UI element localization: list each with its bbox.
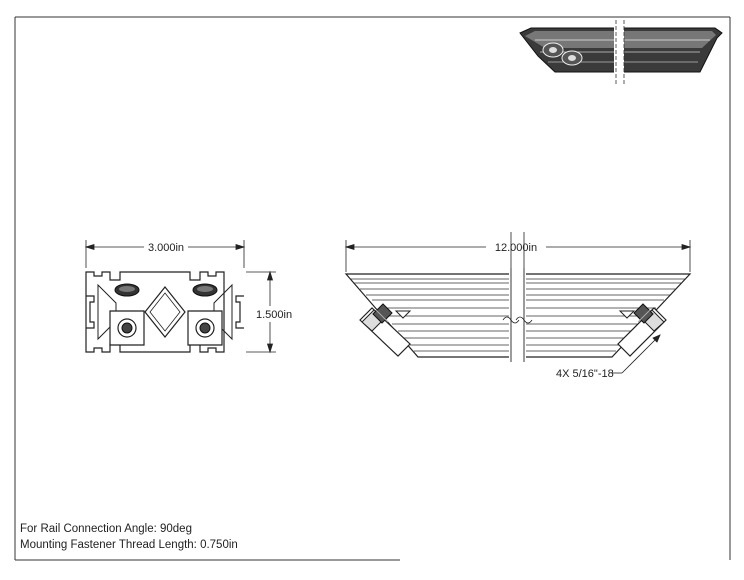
width-dimension xyxy=(84,240,246,268)
width-dimension-label: 3.000in xyxy=(148,242,184,254)
t-nut-left xyxy=(109,310,145,346)
fastener-right xyxy=(617,303,667,357)
height-dimension-label: 1.500in xyxy=(256,309,292,321)
note-thread-length: Mounting Fastener Thread Length: 0.750in xyxy=(20,539,238,551)
fastener-callout: 4X 5/16"-18 xyxy=(556,368,614,380)
note-rail-angle: For Rail Connection Angle: 90deg xyxy=(20,523,192,535)
fastener-callout-leader xyxy=(612,334,661,374)
end-view xyxy=(85,271,244,353)
height-dimension xyxy=(246,270,276,354)
length-dimension xyxy=(344,232,692,272)
fastener-left xyxy=(359,303,411,357)
t-nut-right xyxy=(187,310,223,346)
side-view xyxy=(344,268,692,362)
sheet-border xyxy=(14,16,731,561)
isometric-view xyxy=(519,20,723,84)
length-dimension-label: 12.000in xyxy=(495,242,537,254)
drawing-notes: For Rail Connection Angle: 90deg Mountin… xyxy=(20,521,238,553)
